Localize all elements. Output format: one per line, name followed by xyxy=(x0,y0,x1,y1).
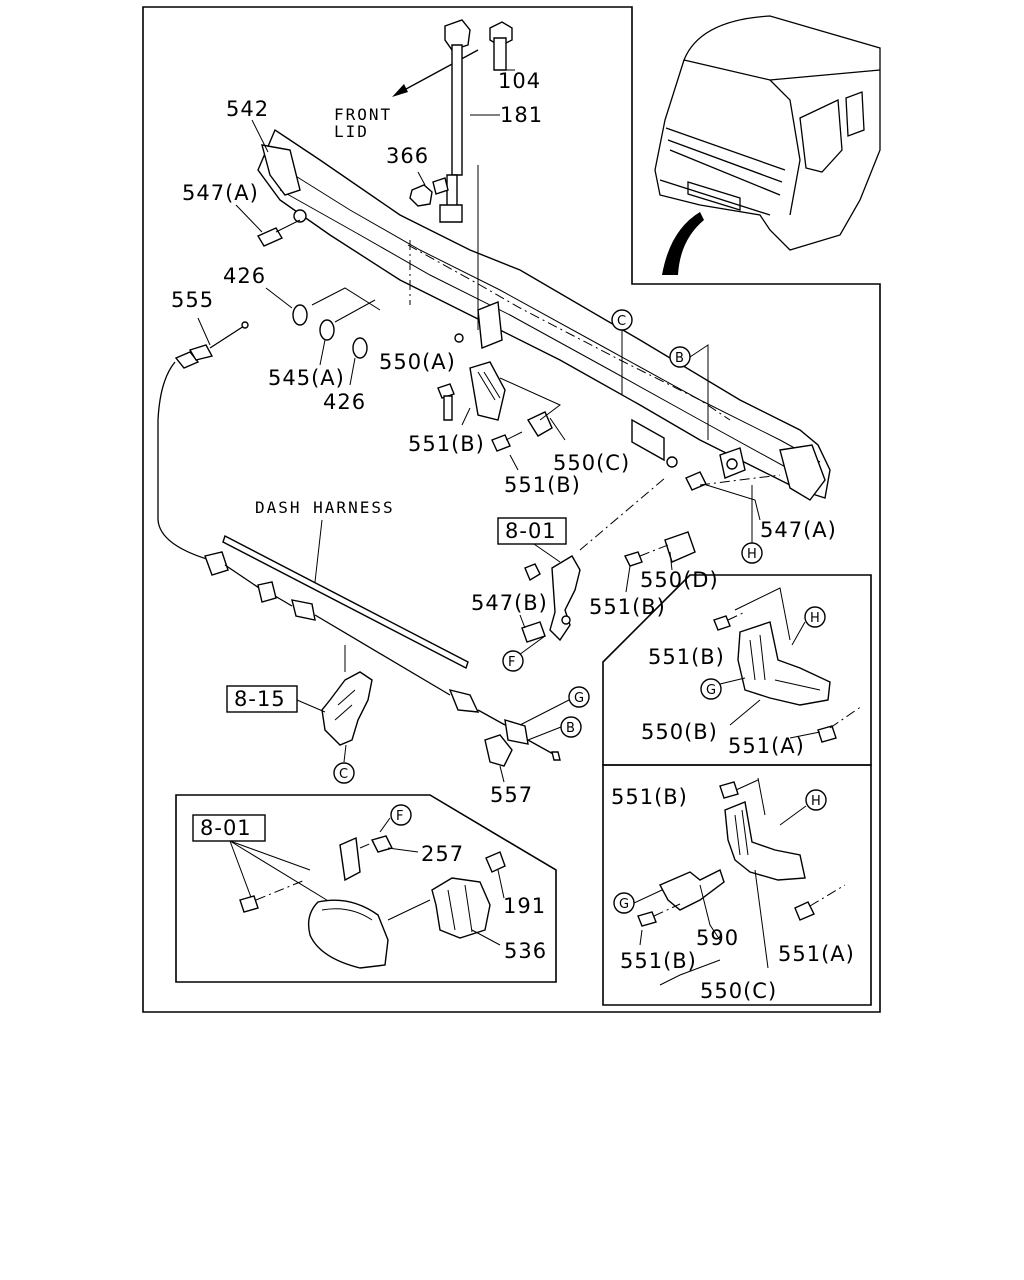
label-550c-inset: 550(C) xyxy=(700,979,777,1003)
label-191: 191 xyxy=(503,894,546,918)
marker-g-inset1 xyxy=(700,678,722,700)
label-426-top: 426 xyxy=(223,264,266,288)
inset-panel-headlamp xyxy=(175,794,557,983)
marker-c-lower xyxy=(333,762,355,784)
front-lid-direction-arrow xyxy=(392,49,479,97)
bolt-551b-1 xyxy=(437,383,455,421)
headlamp-unit xyxy=(307,899,389,969)
bracket-550a xyxy=(469,361,506,421)
label-366: 366 xyxy=(386,144,429,168)
marker-h-inset1 xyxy=(804,606,826,628)
label-547b: 547(B) xyxy=(471,591,548,615)
label-557: 557 xyxy=(490,783,533,807)
ref-box-8-01-inset[interactable] xyxy=(192,814,266,842)
label-550d: 550(D) xyxy=(640,568,719,592)
marker-h-inset2 xyxy=(805,789,827,811)
marker-f-inset3 xyxy=(390,804,412,826)
marker-f-inset3-text: F xyxy=(396,809,403,824)
label-257: 257 xyxy=(421,842,464,866)
clip-550d xyxy=(664,531,696,563)
label-551b-3: 551(B) xyxy=(589,595,666,619)
ref-box-8-15[interactable] xyxy=(226,685,298,713)
label-426-bottom: 426 xyxy=(323,390,366,414)
grommet-426-top xyxy=(292,304,308,326)
bolt-547a-left xyxy=(256,219,301,247)
bracket-550b xyxy=(737,621,831,706)
label-551b-4: 551(B) xyxy=(648,645,725,669)
bracket-550c-inset xyxy=(659,801,806,911)
marker-f-main xyxy=(502,650,524,672)
marker-h-inset1-text: H xyxy=(810,611,820,626)
bolt-left-headlamp xyxy=(239,879,306,913)
marker-b-main-text: B xyxy=(675,351,684,366)
label-536: 536 xyxy=(504,939,547,963)
clip-550c xyxy=(526,411,553,437)
label-547a-left: 547(A) xyxy=(182,181,259,205)
release-cable-555 xyxy=(157,321,561,761)
mount-bracket-257 xyxy=(339,835,394,882)
label-551b-1: 551(B) xyxy=(408,432,485,456)
bolt-551b-3 xyxy=(624,544,669,567)
label-555: 555 xyxy=(171,288,214,312)
label-551a-1: 551(A) xyxy=(728,734,805,758)
bolt-547a-right xyxy=(685,471,707,491)
label-550b: 550(B) xyxy=(641,720,718,744)
bolt-551a-inset1 xyxy=(817,705,863,743)
front-label: FRONT xyxy=(334,105,392,124)
clip-557 xyxy=(484,734,513,767)
marker-h-inset2-text: H xyxy=(811,794,821,809)
bolt-551b-inset1 xyxy=(713,611,746,631)
marker-b-cable-text: B xyxy=(566,721,575,736)
washer-545a xyxy=(319,319,335,341)
lid-label: LID xyxy=(334,122,369,141)
label-550a: 550(A) xyxy=(379,350,456,374)
label-551a-2: 551(A) xyxy=(778,942,855,966)
label-545a: 545(A) xyxy=(268,366,345,390)
adjuster-536-191 xyxy=(431,851,506,939)
radiator-support-crossmember xyxy=(257,128,831,501)
truck-cab-illustration xyxy=(654,15,881,275)
ref-box-8-01-inset-label: 8-01 xyxy=(200,816,252,840)
dash-harness-rod xyxy=(222,535,469,669)
latch-part-8-15 xyxy=(321,671,373,746)
lid-outline-dashed xyxy=(407,244,731,421)
marker-c-main-text: C xyxy=(617,314,626,329)
label-547a-right: 547(A) xyxy=(760,518,837,542)
marker-h-main-text: H xyxy=(747,547,757,562)
bolt-551a-inset2 xyxy=(794,884,846,921)
label-551b-2: 551(B) xyxy=(504,473,581,497)
label-542: 542 xyxy=(226,97,269,121)
marker-g-inset2-text: G xyxy=(619,897,629,912)
inset-panel-lower xyxy=(602,764,872,1006)
grommet-426-bottom xyxy=(352,337,368,359)
bolt-551b-inset3 xyxy=(637,903,681,927)
bolt-551b-2 xyxy=(491,431,523,452)
label-550c-main: 550(C) xyxy=(553,451,630,475)
diagram-frame xyxy=(142,6,881,1013)
label-181: 181 xyxy=(500,103,543,127)
label-590: 590 xyxy=(696,926,739,950)
label-104: 104 xyxy=(498,69,541,93)
ref-box-8-15-label: 8-15 xyxy=(234,687,286,711)
dash-harness-label: DASH HARNESS xyxy=(255,498,395,517)
pointer-arrow-icon xyxy=(662,212,704,275)
marker-g-cable-text: G xyxy=(574,691,584,706)
marker-g-inset1-text: G xyxy=(706,683,716,698)
marker-g-cable xyxy=(568,686,590,708)
marker-f-main-text: F xyxy=(508,655,515,670)
label-551b-6: 551(B) xyxy=(620,949,697,973)
ref-box-8-01-top[interactable] xyxy=(497,517,567,545)
bolt-551b-inset2 xyxy=(719,779,759,799)
ref-box-8-01-top-label: 8-01 xyxy=(505,519,557,543)
marker-c-lower-text: C xyxy=(339,767,348,782)
gas-strut-assembly xyxy=(409,19,513,223)
label-551b-5: 551(B) xyxy=(611,785,688,809)
